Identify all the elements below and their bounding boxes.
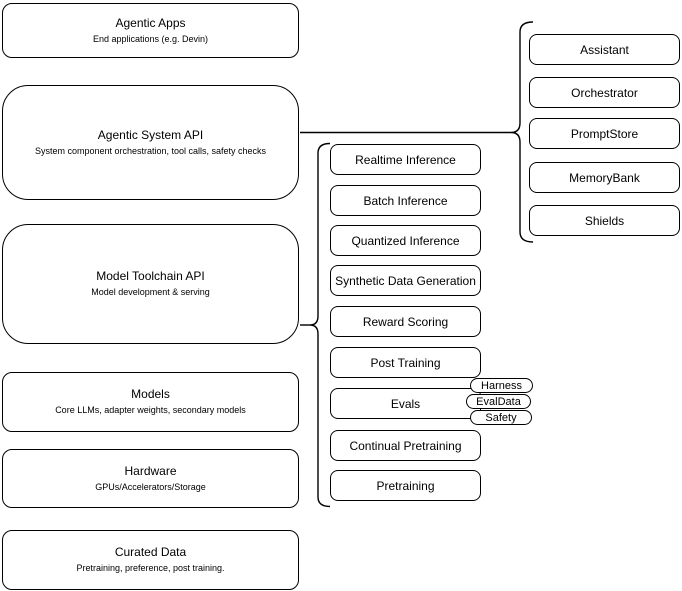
node-title: Agentic Apps: [115, 15, 186, 30]
toolchain-group-brace: [309, 142, 331, 508]
node-title: Hardware: [124, 463, 177, 478]
node-evals: Evals: [330, 388, 481, 419]
node-hardware: Hardware GPUs/Accelerators/Storage: [2, 449, 299, 508]
node-title: Models: [131, 387, 170, 401]
node-reward-scoring: Reward Scoring: [330, 306, 481, 337]
node-subtitle: Pretraining, preference, post training.: [76, 563, 225, 573]
tag-harness: Harness: [470, 378, 533, 393]
node-subtitle: GPUs/Accelerators/Storage: [95, 481, 206, 492]
node-title: Curated Data: [114, 545, 187, 559]
node-subtitle: End applications (e.g. Devin): [92, 33, 209, 44]
node-title: Agentic System API: [97, 127, 204, 142]
node-pretraining: Pretraining: [330, 470, 481, 501]
node-models: Models Core LLMs, adapter weights, secon…: [2, 372, 299, 432]
node-post-training: Post Training: [330, 347, 481, 378]
node-orchestrator: Orchestrator: [529, 77, 680, 108]
node-agentic-apps: Agentic Apps End applications (e.g. Devi…: [2, 3, 299, 58]
node-curated-data: Curated Data Pretraining, preference, po…: [2, 530, 299, 590]
node-shields: Shields: [529, 205, 680, 236]
node-synthetic-data-generation: Synthetic Data Generation: [330, 265, 481, 296]
tag-safety: Safety: [470, 410, 532, 425]
node-subtitle: Model development & serving: [91, 287, 210, 297]
node-realtime-inference: Realtime Inference: [330, 144, 481, 175]
tag-evaldata: EvalData: [466, 394, 531, 409]
node-subtitle: Core LLMs, adapter weights, secondary mo…: [55, 405, 246, 415]
node-agentic-system-api: Agentic System API System component orch…: [2, 85, 299, 200]
node-quantized-inference: Quantized Inference: [330, 225, 481, 256]
node-continual-pretraining: Continual Pretraining: [330, 430, 481, 461]
node-assistant: Assistant: [529, 34, 680, 65]
node-subtitle: System component orchestration, tool cal…: [34, 145, 267, 156]
node-memorybank: MemoryBank: [529, 162, 680, 193]
node-title: Model Toolchain API: [96, 269, 205, 283]
node-promptstore: PromptStore: [529, 118, 680, 149]
system-group-brace: [510, 21, 534, 243]
node-model-toolchain-api: Model Toolchain API Model development & …: [2, 224, 299, 344]
node-batch-inference: Batch Inference: [330, 185, 481, 216]
